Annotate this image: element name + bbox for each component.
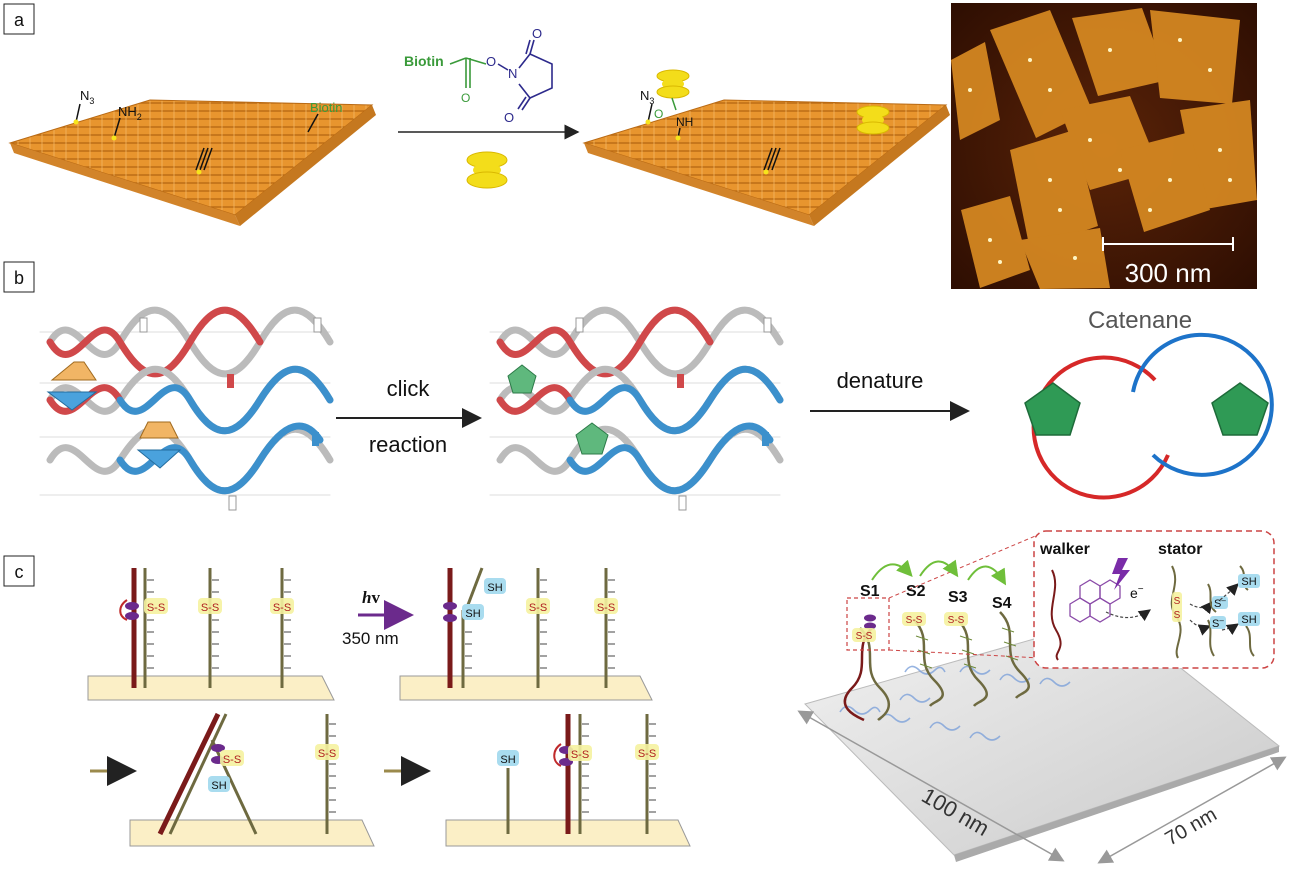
- stator-s-bottom: S: [1174, 610, 1181, 621]
- ss-label-8: S-S: [571, 749, 589, 761]
- ss-label-1: S-S: [147, 602, 165, 614]
- biotin-marker-line: [307, 113, 319, 133]
- sh-label-inset-1: SH: [1241, 576, 1256, 588]
- s3-label: S3: [948, 589, 968, 606]
- s-minus-label-1: S–: [1214, 596, 1226, 610]
- reagent-ester-o: O: [486, 54, 496, 69]
- s4-label: S4: [992, 595, 1012, 612]
- azide-trapezoid-2: [139, 421, 179, 439]
- helix-bundle-left: [39, 306, 334, 511]
- sh-label-2: SH: [487, 582, 502, 594]
- nhs-biotin-reagent: Biotin O O N O O: [404, 26, 553, 125]
- ss-label-6: S-S: [223, 754, 241, 766]
- electron-label: e−: [1130, 584, 1144, 601]
- reagent-biotin: Biotin: [404, 53, 444, 69]
- panel-a: a N3 NH2 Biotin Biotin O O N: [3, 3, 1257, 289]
- biotin-label: Biotin: [310, 100, 343, 115]
- panel-b-label: b: [14, 268, 24, 288]
- nh2-marker-line: [113, 117, 121, 139]
- ss-label-s1: S-S: [856, 631, 873, 642]
- dim-100-arrow: [797, 710, 1065, 862]
- panel-c-label: c: [15, 562, 24, 582]
- stator-label: stator: [1158, 541, 1202, 558]
- sh-label-4: SH: [500, 754, 515, 766]
- s2-label: S2: [906, 583, 926, 600]
- hop-arrow-3: [967, 565, 1007, 586]
- reagent-carbonyl-o: O: [461, 91, 470, 105]
- mechanism-inset: walker stator e− S S S– S–: [1033, 530, 1275, 669]
- streptavidin-reagent: [466, 151, 508, 189]
- s1-label: S1: [860, 583, 880, 600]
- ss-label-5: S-S: [597, 602, 615, 614]
- panel-a-label: a: [14, 10, 25, 30]
- sh-label-1: SH: [465, 608, 480, 620]
- ss-label-2: S-S: [201, 602, 219, 614]
- click-label: click: [387, 376, 431, 401]
- nh2-label: NH2: [118, 104, 142, 122]
- n3-marker-line: [75, 103, 81, 123]
- alkyne-triangle-2: [136, 449, 182, 469]
- nh2-site: [111, 135, 117, 141]
- helix-bundle-right: [489, 306, 784, 511]
- lightning-icon: [1112, 558, 1130, 590]
- ss-label-9: S-S: [638, 748, 656, 760]
- sh-label-inset-2: SH: [1241, 614, 1256, 626]
- panel-b: b click reaction: [3, 261, 1274, 511]
- denature-label: denature: [837, 368, 924, 393]
- alkyne-triangle-1: [46, 391, 98, 411]
- n3-label: N3: [80, 88, 94, 106]
- walker-focus-box: [846, 597, 890, 651]
- step2-surface: SH SH S-S S-S: [399, 567, 653, 701]
- reaction-label: reaction: [369, 432, 447, 457]
- catenane-pentagon-left: [1024, 382, 1081, 436]
- sh-label-3: SH: [211, 780, 226, 792]
- afm-image: 300 nm: [951, 3, 1257, 289]
- hop-arrow-2: [919, 559, 959, 578]
- catenane-title: Catenane: [1088, 307, 1192, 334]
- origami-tile-right: [582, 99, 950, 226]
- streptavidin-bound: [656, 69, 690, 99]
- origami-tile-left: [8, 99, 376, 226]
- product-o-label: O: [654, 107, 663, 121]
- product-n3-label: N3: [640, 88, 654, 106]
- catenane-red-ring: [1031, 355, 1170, 500]
- catenane-blue-ring: [1131, 332, 1274, 477]
- triazole-pentagon-1: [507, 364, 537, 394]
- panel-a-label-box: [3, 3, 35, 35]
- ss-label-7: S-S: [318, 748, 336, 760]
- reagent-o-top: O: [532, 26, 542, 41]
- hv-label: hv: [362, 588, 380, 607]
- dim-70-arrow: [1097, 756, 1287, 864]
- azide-trapezoid-1: [50, 361, 97, 381]
- n3-site: [73, 119, 79, 125]
- ss-label-s3: S-S: [948, 615, 965, 626]
- ss-label-s2: S-S: [906, 615, 923, 626]
- panel-c-label-box: [3, 555, 35, 587]
- panel-b-label-box: [3, 261, 35, 293]
- step1-surface: S-S S-S S-S: [87, 568, 335, 701]
- s-minus-label-2: S–: [1212, 616, 1224, 630]
- catenane-pentagon-right: [1211, 382, 1269, 436]
- stator-s-top: S: [1174, 596, 1181, 607]
- reagent-n: N: [508, 66, 517, 81]
- alkyne-site: [196, 169, 202, 175]
- walker-label: walker: [1039, 541, 1090, 558]
- streptavidin-bound-biotin: [856, 105, 890, 135]
- reagent-o-bottom: O: [504, 110, 514, 125]
- catenane: [1031, 332, 1274, 500]
- ss-label-4: S-S: [529, 602, 547, 614]
- step4-surface: SH S-S S-S: [445, 714, 691, 847]
- step3-surface: S-S SH S-S: [129, 712, 375, 847]
- pyrene-icon: [1069, 579, 1121, 623]
- wavelength-label: 350 nm: [342, 629, 399, 648]
- hop-arrow-1: [871, 559, 913, 581]
- scale-bar-label: 300 nm: [1125, 258, 1212, 288]
- alkyne-marker-line: [199, 147, 209, 171]
- product-nh-label: NH: [676, 115, 693, 129]
- ss-label-3: S-S: [273, 602, 291, 614]
- triazole-pentagon-2: [575, 422, 609, 455]
- panel-c: c S-S S-S S-S hv 350 nm: [3, 530, 1287, 864]
